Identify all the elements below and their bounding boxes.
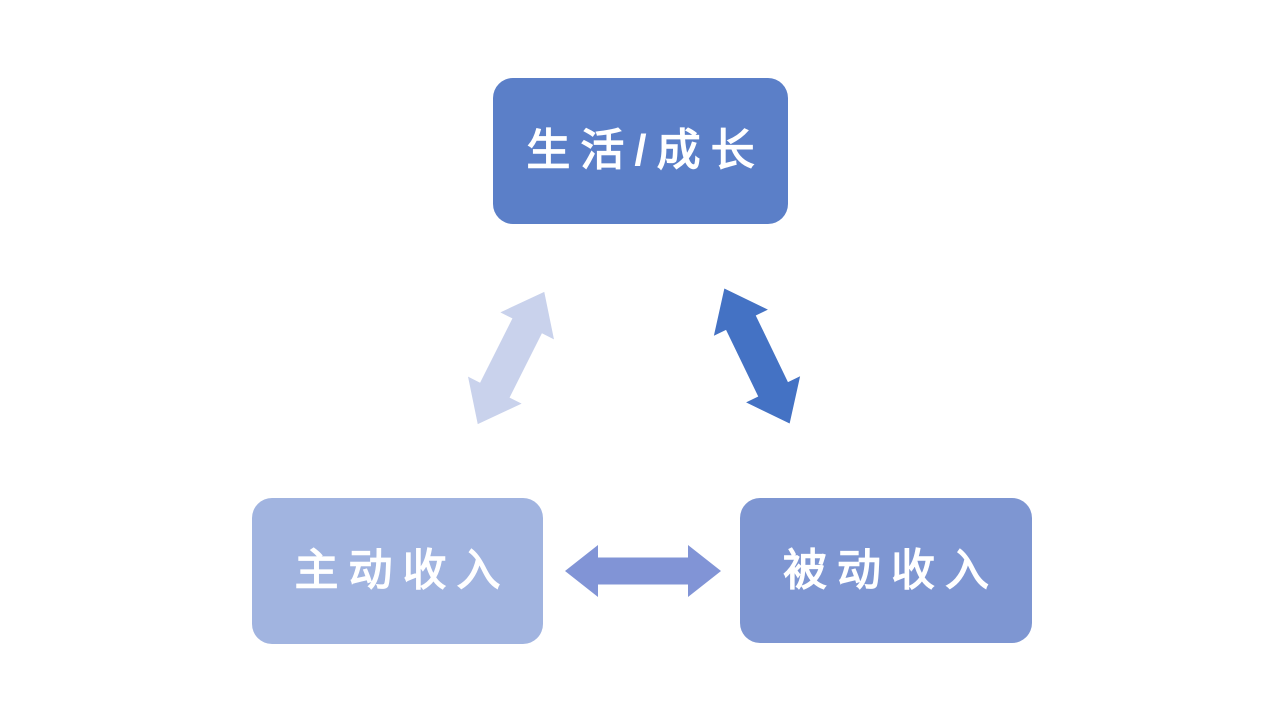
double-arrow-life-active-icon <box>468 291 554 425</box>
double-arrow-active-passive-icon <box>565 545 721 597</box>
node-passive-income-label: 被动收入 <box>783 545 999 595</box>
node-passive-income: 被动收入 <box>740 498 1032 643</box>
node-active-income: 主动收入 <box>252 498 543 644</box>
double-arrow-life-passive-icon <box>713 288 801 424</box>
node-life-growth: 生活/成长 <box>493 78 788 224</box>
node-active-income-label: 主动收入 <box>294 546 511 595</box>
node-life-growth-label: 生活/成长 <box>526 126 765 175</box>
